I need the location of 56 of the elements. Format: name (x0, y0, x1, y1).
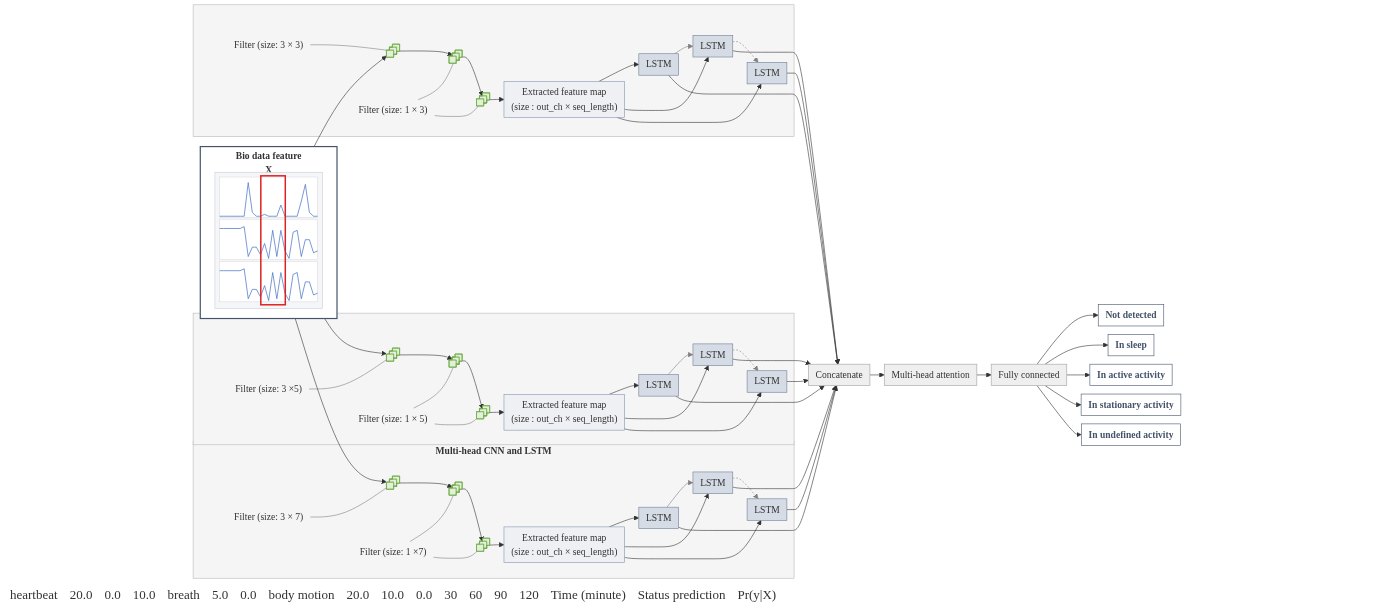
chart-label: 90 (494, 587, 508, 603)
node-box: LSTM (638, 374, 679, 397)
chart-label: 10.0 (381, 587, 404, 603)
node-text: Filter (size: 1 × 5) (358, 413, 428, 424)
chart-label: 30 (444, 587, 458, 603)
chart-label: 60 (469, 587, 483, 603)
chart-label: 5.0 (211, 587, 229, 603)
cluster (192, 312, 795, 446)
chart-label: Status prediction (637, 587, 726, 603)
node-box: LSTM (692, 35, 734, 58)
node-text: Filter (size: 1 × 3) (358, 105, 428, 116)
connector (409, 495, 454, 542)
node-text: Filter (size: 3 × 7) (234, 511, 304, 522)
cluster (192, 4, 795, 137)
node-box: LSTM (638, 506, 679, 529)
chart-label: breath (167, 587, 200, 603)
chart-label: 20.0 (69, 587, 93, 603)
chart-label: 0.0 (240, 587, 257, 603)
chart-label: body motion (268, 587, 335, 603)
node-box: In active activity (1089, 363, 1173, 386)
node-box: LSTM (692, 343, 734, 366)
node-box: LSTM (746, 62, 788, 85)
node-box: LSTM (692, 471, 734, 494)
connector (413, 367, 454, 409)
chart-label: Pr(y|X) (737, 587, 777, 603)
node-box: In undefined activity (1081, 423, 1181, 446)
node-box: Fully connected (990, 363, 1068, 386)
node-box: LSTM (746, 370, 788, 393)
node-box: Multi-head attention (883, 363, 978, 386)
node-box: In sleep (1107, 334, 1155, 357)
connector (308, 359, 388, 390)
connector (310, 487, 388, 518)
node-box: LSTM (638, 53, 679, 76)
connector (417, 63, 454, 100)
node-box: Extracted feature map (size : out_ch × seq_length) (503, 81, 625, 118)
connector (433, 551, 478, 559)
chart-label: Time (minute) (550, 587, 626, 603)
chart-label: heartbeat (10, 587, 58, 603)
node-box: Extracted feature map (size : out_ch × seq_length) (503, 526, 625, 563)
node-box: Extracted feature map (size : out_ch × seq_length) (503, 394, 625, 431)
node-box: In stationary activity (1080, 393, 1182, 416)
chart-label: 0.0 (104, 587, 121, 603)
connector (310, 44, 389, 51)
chart-label: 120 (519, 587, 539, 603)
node-box: LSTM (746, 498, 788, 521)
chart-label: 10.0 (132, 587, 156, 603)
chart-label: 0.0 (415, 587, 433, 603)
node-box: Concatenate (808, 363, 871, 386)
connector (434, 105, 479, 117)
node-text: Filter (size: 1 ×7) (359, 546, 427, 558)
cluster: Bio data feature X (199, 145, 338, 320)
chart-label: 20.0 (346, 587, 370, 603)
connector (434, 418, 478, 426)
node-text: Filter (size: 3 ×5) (235, 383, 302, 394)
node-text: Filter (size: 3 × 3) (234, 39, 304, 50)
node-box: Not detected (1097, 304, 1165, 327)
